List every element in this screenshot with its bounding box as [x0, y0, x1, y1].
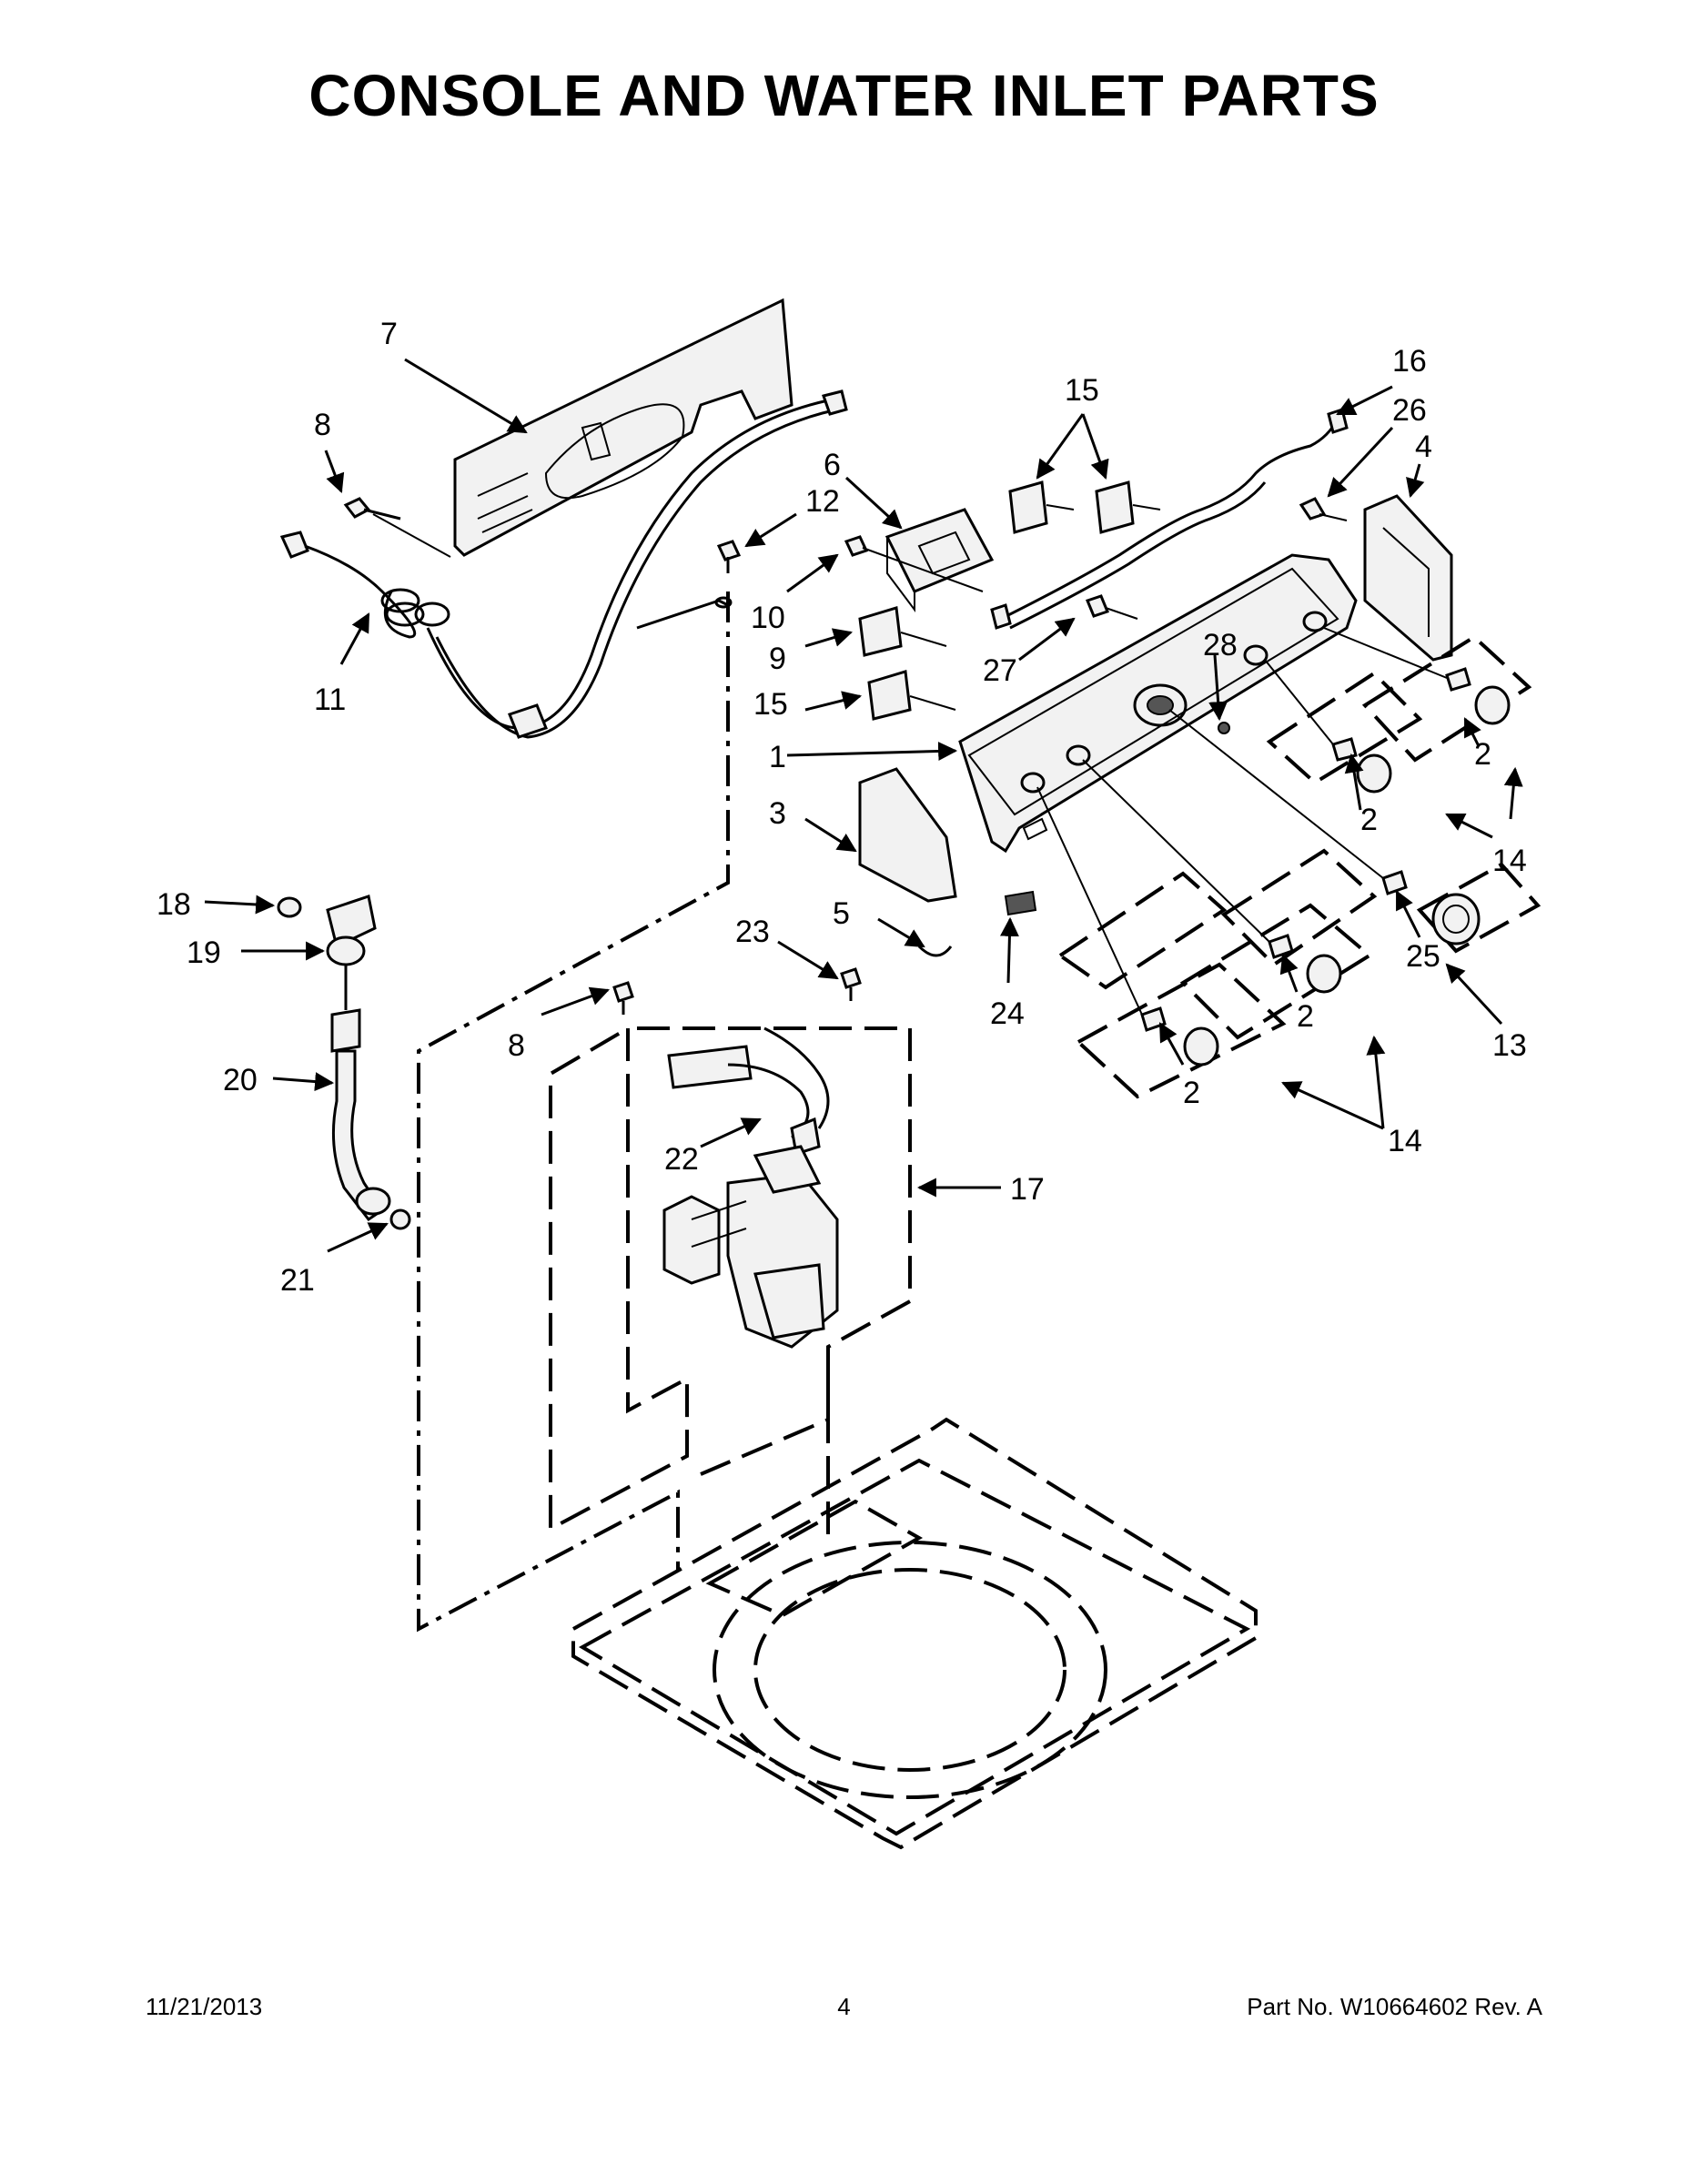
- callout-17: 17: [1010, 1172, 1045, 1207]
- callout-9: 9: [769, 642, 786, 676]
- callout-11: 11: [314, 682, 346, 717]
- callout-2: 2: [1474, 737, 1491, 772]
- screw-26: [1299, 497, 1348, 521]
- callout-22: 22: [664, 1142, 699, 1177]
- callout-8: 8: [508, 1028, 525, 1063]
- callout-25: 25: [1406, 939, 1440, 974]
- callout-26: 26: [1392, 393, 1427, 428]
- callout-14: 14: [1388, 1124, 1422, 1158]
- callout-3: 3: [769, 796, 786, 831]
- footer-part-number: Part No. W10664602 Rev. A: [1247, 1993, 1542, 2020]
- callout-4: 4: [1415, 430, 1432, 464]
- callout-1: 1: [769, 740, 786, 774]
- callout-24: 24: [990, 996, 1025, 1031]
- rear-console-panel: [453, 298, 793, 557]
- console: [958, 553, 1358, 854]
- water-valve-assembly: [662, 1145, 839, 1349]
- callout-18: 18: [157, 887, 191, 922]
- switch-top-1: [1008, 480, 1075, 534]
- callout-2: 2: [1297, 999, 1314, 1034]
- callout-7: 7: [380, 317, 398, 351]
- footer-page-number: 4: [837, 1993, 851, 2020]
- callout-14: 14: [1492, 844, 1527, 878]
- callout-23: 23: [735, 915, 770, 949]
- callout-27: 27: [983, 653, 1017, 688]
- switch-9: [858, 606, 947, 657]
- inlet-valve-harness: [667, 1026, 830, 1156]
- footer-date: 11/21/2013: [146, 1993, 263, 2020]
- knob-dashed-outlines: [1056, 634, 1541, 1099]
- water-inlet-assembly: [277, 895, 411, 1230]
- wire-harness: [279, 389, 848, 739]
- callout-2: 2: [1360, 803, 1378, 837]
- callout-5: 5: [833, 896, 850, 931]
- assembly-outlines: [417, 592, 912, 1633]
- screw-8-middle: [612, 981, 634, 1015]
- callout-13: 13: [1492, 1028, 1527, 1063]
- screw-10: [844, 535, 984, 592]
- leader-arrows: [204, 358, 1523, 1253]
- control-board: [884, 508, 995, 612]
- part-28: [1218, 722, 1230, 734]
- switch-top-2: [1095, 480, 1161, 534]
- callout-28: 28: [1203, 628, 1238, 662]
- washer-top: [571, 1417, 1258, 1850]
- callout-19: 19: [187, 935, 221, 970]
- part-24: [1004, 890, 1037, 916]
- knob-2-d: [1140, 1006, 1219, 1067]
- knob-2-c: [1268, 934, 1342, 994]
- knob-2-a: [1445, 667, 1511, 725]
- callout-15: 15: [1065, 373, 1099, 408]
- callout-15: 15: [753, 687, 788, 722]
- knob-shaft-lines: [1036, 627, 1448, 1016]
- screw-23: [840, 967, 862, 1001]
- knob-25: [1381, 870, 1481, 945]
- screw-27: [1086, 594, 1138, 620]
- callout-10: 10: [751, 601, 785, 635]
- console-end-cap: [858, 767, 957, 903]
- console-end-cap-bracket: [1363, 494, 1453, 662]
- callout-8: 8: [314, 408, 331, 442]
- switch-15-lower: [867, 670, 956, 721]
- page-title: CONSOLE AND WATER INLET PARTS: [308, 63, 1380, 128]
- callout-20: 20: [223, 1063, 258, 1097]
- callout-labels: 7 8 11 12 6 15 16 26 4 10 9 27 28 15 1 3…: [157, 317, 1527, 1298]
- clip-5: [917, 945, 953, 957]
- callout-16: 16: [1392, 344, 1427, 379]
- console-harness: [990, 408, 1349, 630]
- callout-12: 12: [805, 484, 840, 519]
- callout-21: 21: [280, 1263, 315, 1298]
- screw-top-left: [343, 497, 451, 558]
- screw-12: [716, 540, 742, 573]
- callout-6: 6: [824, 448, 841, 482]
- callout-2: 2: [1183, 1076, 1200, 1110]
